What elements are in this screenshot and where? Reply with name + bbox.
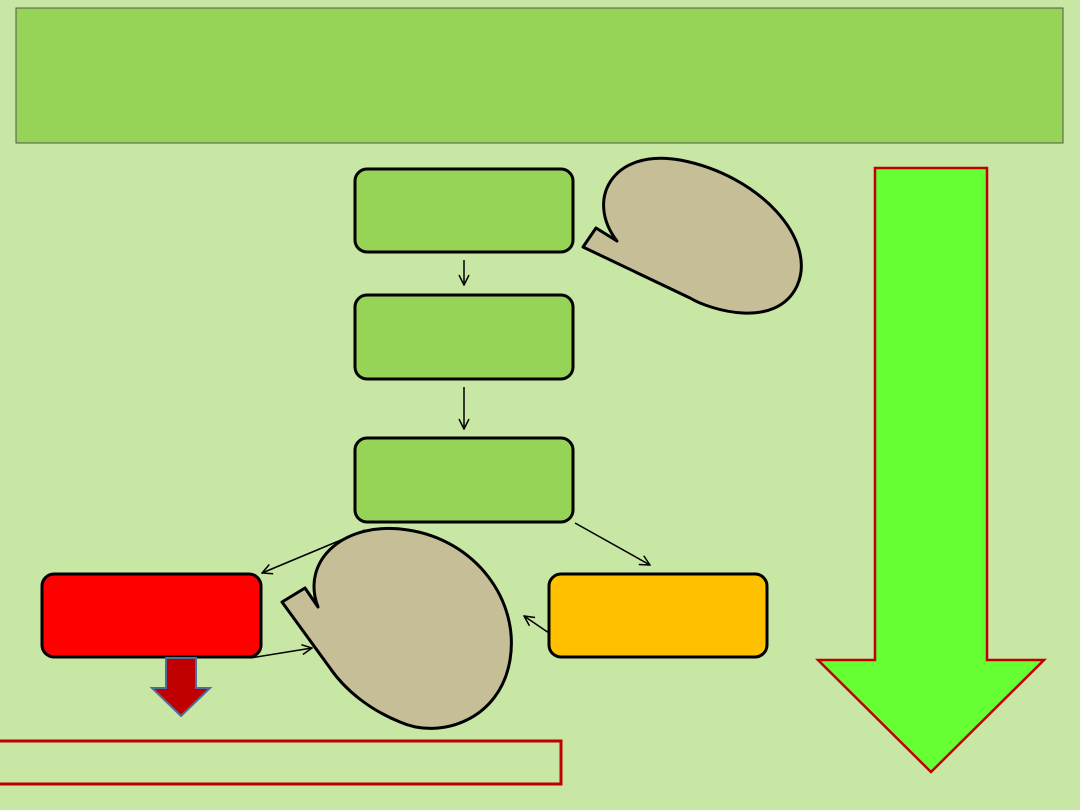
process-box-3	[353, 436, 575, 524]
callout-bottom	[280, 527, 513, 730]
connector-amber-callout	[524, 616, 550, 634]
big-down-arrow-icon	[814, 166, 1048, 774]
connector-red-callout	[249, 648, 312, 659]
down-arrow-icon	[149, 657, 213, 718]
process-box-1	[353, 167, 575, 254]
connector-box3-amber	[574, 522, 650, 565]
process-box-2	[353, 293, 575, 381]
title-bar	[15, 7, 1064, 144]
amber-box	[547, 572, 769, 659]
bottom-bar	[0, 739, 563, 786]
red-box	[40, 572, 263, 659]
callout-top	[581, 156, 803, 315]
